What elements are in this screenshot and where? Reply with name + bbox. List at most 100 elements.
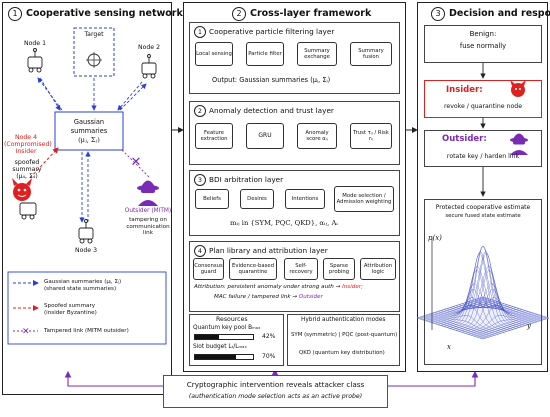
box-trust-risk: Trust τᵢⱼ / Risk rᵢⱼ <box>350 123 392 149</box>
box-consensus-guard: Consensus guard <box>193 258 224 280</box>
surface-mesh-line <box>458 289 526 332</box>
bottom-line2: (authentication mode selection acts as a… <box>188 393 363 400</box>
slot-bar <box>194 354 254 360</box>
surface-mesh-line <box>425 314 493 337</box>
hybrid-title: Hybrid authentication modes <box>301 317 386 323</box>
qkp-label: Quantum key pool Bₘₐₓ <box>193 325 261 331</box>
layer1-box <box>189 22 400 94</box>
node3-label: Node 3 <box>74 247 98 254</box>
surface-mesh-line <box>479 316 547 339</box>
outsider-hacker-small-icon <box>510 133 528 155</box>
outsider-box <box>424 130 542 167</box>
box-summary-fusion: Summary fusion <box>350 42 392 66</box>
box-mode-selection: Mode selection / Admission weighting <box>334 186 394 212</box>
qkp-pct: 42% <box>262 333 276 340</box>
resources-title: Resources <box>216 316 248 323</box>
legend-x-icon: ✕ <box>22 327 30 337</box>
surface-mesh-line <box>446 253 514 330</box>
surface-mesh-line <box>467 313 535 335</box>
surface-mesh-line <box>434 312 502 334</box>
box-self-recovery: Self-recovery <box>284 258 318 280</box>
estimate-box <box>424 199 542 365</box>
insider-devil-small-icon <box>510 80 526 97</box>
layer1-output: Output: Gaussian summaries (μⱼ, Σⱼ) <box>212 76 331 84</box>
surface-mesh-line <box>482 317 550 340</box>
benign-box <box>424 25 542 63</box>
target-box <box>73 27 115 77</box>
surface-mesh-line <box>437 305 505 333</box>
surface-mesh-line <box>431 313 499 335</box>
node4-label: Node 4(Compromised)Insider <box>4 134 52 156</box>
layer3-box <box>189 170 400 236</box>
bottom-line1: Cryptographic intervention reveals attac… <box>186 380 365 389</box>
slot-pct: 70% <box>262 353 276 360</box>
box-desires: Desires <box>240 189 274 209</box>
box-attribution-logic: Attribution logic <box>360 258 396 280</box>
layer3-formula: mᵢⱼ in {SYM, PQC, QKD}, αᵢⱼ, Aᵢ <box>230 219 338 227</box>
benign-title: Benign: <box>469 30 497 38</box>
surface-mesh-line <box>449 245 517 329</box>
axis-y-label: y <box>527 322 531 330</box>
tamper-x-icon: ✕ <box>131 155 142 170</box>
node2-label: Node 2 <box>137 44 161 51</box>
box-local-sensing: Local sensing <box>195 42 233 66</box>
surface-mesh-line <box>422 315 490 338</box>
slot-bar-fill <box>195 355 236 359</box>
outsider-hacker-icon <box>137 180 159 206</box>
legend-item-spoofed: Spoofed summary(insider Byzantine) <box>44 303 97 317</box>
surface-mesh-line <box>473 314 541 337</box>
axis-p-label: p(x) <box>428 234 442 242</box>
outsider-text: rotate key / harden link <box>446 153 520 160</box>
box-evidence-quarantine: Evidence-based quarantine <box>229 258 277 280</box>
box-sparse-probing: Sparse probing <box>323 258 355 280</box>
box-feature-extraction: Feature extraction <box>195 123 233 149</box>
attribution-line2: MAC failure / tampered link → Outsider <box>214 294 323 300</box>
surface-mesh-line <box>470 314 538 336</box>
attribution-line1: Attribution: persistent anomaly under st… <box>194 284 363 290</box>
bottom-callout <box>163 375 388 408</box>
surface-mesh-line <box>461 305 529 333</box>
box-gru: GRU <box>246 123 284 149</box>
hybrid-box <box>287 314 400 366</box>
surface-mesh-line <box>440 289 508 332</box>
insider-devil-icon <box>12 178 32 201</box>
layer2-box <box>189 101 400 165</box>
legend-item-tampered: Tampered link (MITM outsider) <box>44 328 129 334</box>
qkp-bar <box>194 334 254 340</box>
resources-box <box>189 314 284 366</box>
box-anomaly-score: Anomaly score αᵢⱼ <box>297 123 337 149</box>
box-intentions: Intentions <box>285 189 325 209</box>
estimate-title: Protected cooperative estimate <box>435 204 531 211</box>
hybrid-line1: SYM (symmetric) | PQC (post-quantum) <box>291 332 398 338</box>
node1-robot <box>27 48 43 73</box>
slot-label: Slot budget Lₜ/Lₘₐₓ <box>193 344 247 350</box>
legend-item-gauss: Gaussian summaries (μⱼ, Σⱼ)(shared state… <box>44 279 122 293</box>
surface-mesh-line <box>428 314 496 336</box>
insider-title: Insider: <box>446 85 483 95</box>
gauss-title: Gaussian summaries(μⱼ, Σⱼ) <box>70 118 108 145</box>
axis-x-label: x <box>447 343 451 351</box>
box-summary-exchange: Summary exchange <box>297 42 337 66</box>
insider-text: revoke / quarantine node <box>443 103 523 110</box>
qkp-bar-fill <box>195 335 220 339</box>
box-beliefs: Beliefs <box>195 189 229 209</box>
layer4-box <box>189 241 400 312</box>
box-particle-filter: Particle filter <box>246 42 284 66</box>
spoofed-summary-label: spoofed summary(μ₄, Σ₄) <box>12 159 42 181</box>
node3-robot <box>78 219 94 244</box>
surface-mesh-line <box>452 253 520 330</box>
surface-mesh-line <box>455 269 523 331</box>
hybrid-line2: QKD (quantum key distribution) <box>299 350 385 356</box>
benign-text: fuse normally <box>459 42 507 50</box>
insider-box <box>424 80 542 118</box>
surface-mesh-line <box>443 269 511 331</box>
